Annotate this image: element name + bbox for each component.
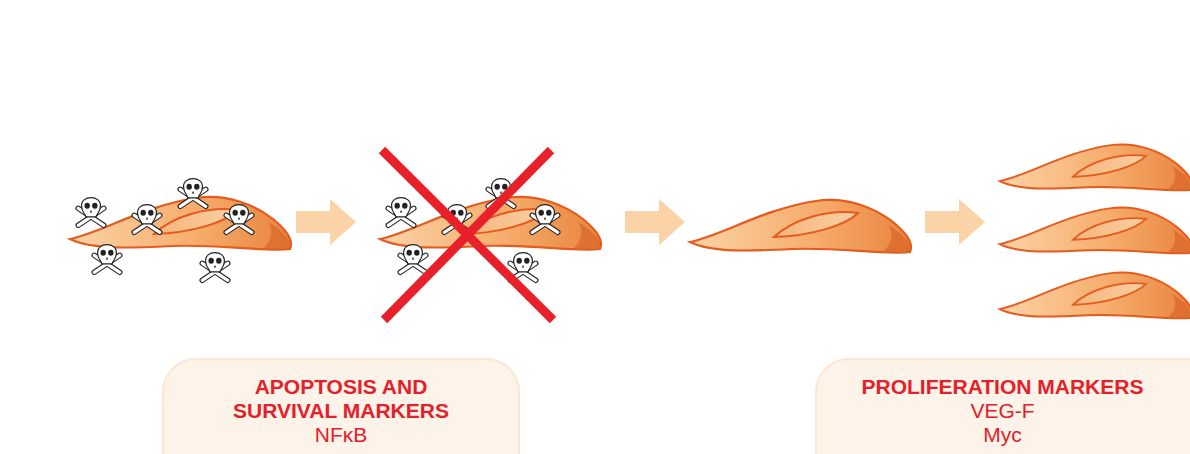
dying-cell: [70, 179, 291, 281]
marker-name: NFκB: [176, 423, 506, 447]
skull-symbol: [78, 198, 104, 226]
marker-name: VEG-F: [827, 399, 1178, 423]
skull-symbol: [202, 253, 228, 281]
cross-mark: [382, 150, 553, 320]
marker-name: Myc: [827, 423, 1178, 447]
skull-symbol: [400, 245, 426, 273]
box-heading: APOPTOSIS AND SURVIVAL MARKERS: [210, 375, 472, 423]
cell: [1000, 272, 1190, 318]
skull-symbol: [226, 205, 252, 233]
process-arrow: [625, 199, 685, 245]
skull-symbol: [134, 205, 160, 233]
proliferating-cells: [1000, 144, 1190, 318]
cross-mark: [384, 150, 551, 320]
cell: [690, 200, 911, 253]
cell: [1000, 144, 1190, 190]
process-arrow: [296, 199, 356, 245]
skull-symbol: [388, 198, 414, 226]
marker-box: PROLIFERATION MARKERSVEG-FMyc: [815, 358, 1190, 454]
marker-box: APOPTOSIS AND SURVIVAL MARKERSNFκB: [162, 358, 520, 454]
box-heading: PROLIFERATION MARKERS: [827, 375, 1178, 399]
process-arrow: [925, 199, 985, 245]
skull-symbol: [180, 179, 206, 207]
rescued-cell: [380, 150, 601, 320]
skull-symbol: [94, 245, 120, 273]
cell: [1000, 207, 1190, 253]
skull-symbol: [532, 205, 558, 233]
